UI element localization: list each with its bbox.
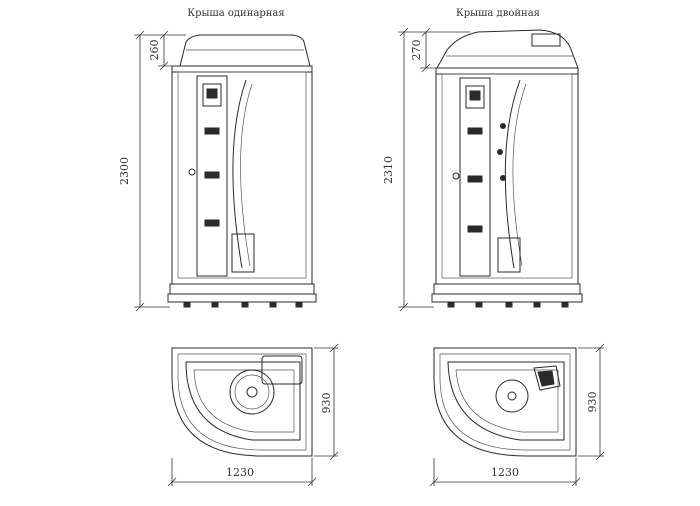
left-roof-height-label: 260 <box>148 40 161 61</box>
left-plan-depth-label: 930 <box>320 393 333 414</box>
left-curved-door <box>232 79 247 269</box>
right-height-total-label: 2310 <box>382 156 395 184</box>
left-plan-seat <box>261 355 303 385</box>
left-caption: Крыша одинарная <box>187 8 284 19</box>
right-roof-height-label: 270 <box>410 40 423 61</box>
right-control-panel <box>465 85 485 109</box>
right-tray <box>433 283 581 295</box>
right-seat <box>497 237 521 273</box>
left-seat <box>231 233 255 273</box>
right-jet-2 <box>467 175 483 183</box>
right-height-dimension: 2310 270 <box>382 27 470 312</box>
right-caption: Крыша двойная <box>456 8 540 19</box>
left-roof <box>179 34 311 67</box>
left-plan-depth-dimension: 930 <box>314 343 339 461</box>
left-plan-drain <box>246 386 258 398</box>
left-plan-width-label: 1230 <box>226 466 254 479</box>
right-elevation: Крыша двойная <box>431 8 583 308</box>
right-plan-basin <box>447 361 565 441</box>
right-door-handle <box>452 172 460 180</box>
left-door-handle <box>188 168 196 176</box>
left-rear-panel <box>196 75 228 277</box>
left-cabin-body <box>171 71 313 285</box>
right-roof <box>436 29 579 69</box>
right-plan-depth-dimension: 930 <box>578 343 605 461</box>
left-jet-3 <box>204 219 220 227</box>
left-tray <box>169 283 315 295</box>
left-plan-view <box>171 347 313 457</box>
right-jet-1 <box>467 127 483 135</box>
right-plan-drain-ring <box>495 379 529 413</box>
left-height-total-label: 2300 <box>118 157 131 185</box>
right-plan-view <box>433 347 577 457</box>
right-plan-drain <box>507 391 517 401</box>
left-plan-outline <box>171 347 313 457</box>
right-plan-outline <box>433 347 577 457</box>
left-height-dimension: 2300 260 <box>118 30 186 312</box>
right-plan-seat <box>533 365 561 391</box>
left-plan-drain-ring <box>229 369 275 415</box>
right-plan-depth-label: 930 <box>586 392 599 413</box>
left-elevation: Крыша одинарная <box>167 8 317 308</box>
left-plan-width-dimension: 1230 <box>167 458 317 487</box>
right-plan-width-label: 1230 <box>491 466 519 479</box>
left-jet-2 <box>204 171 220 179</box>
right-jet-3 <box>467 225 483 233</box>
right-curved-door <box>504 79 521 269</box>
left-jet-1 <box>204 127 220 135</box>
right-roof-rim <box>435 67 579 75</box>
right-roof-vent <box>531 33 561 47</box>
left-plan-basin <box>185 361 301 441</box>
left-roof-rim <box>171 65 313 73</box>
right-plan-width-dimension: 1230 <box>429 458 581 487</box>
left-control-panel <box>202 83 222 107</box>
